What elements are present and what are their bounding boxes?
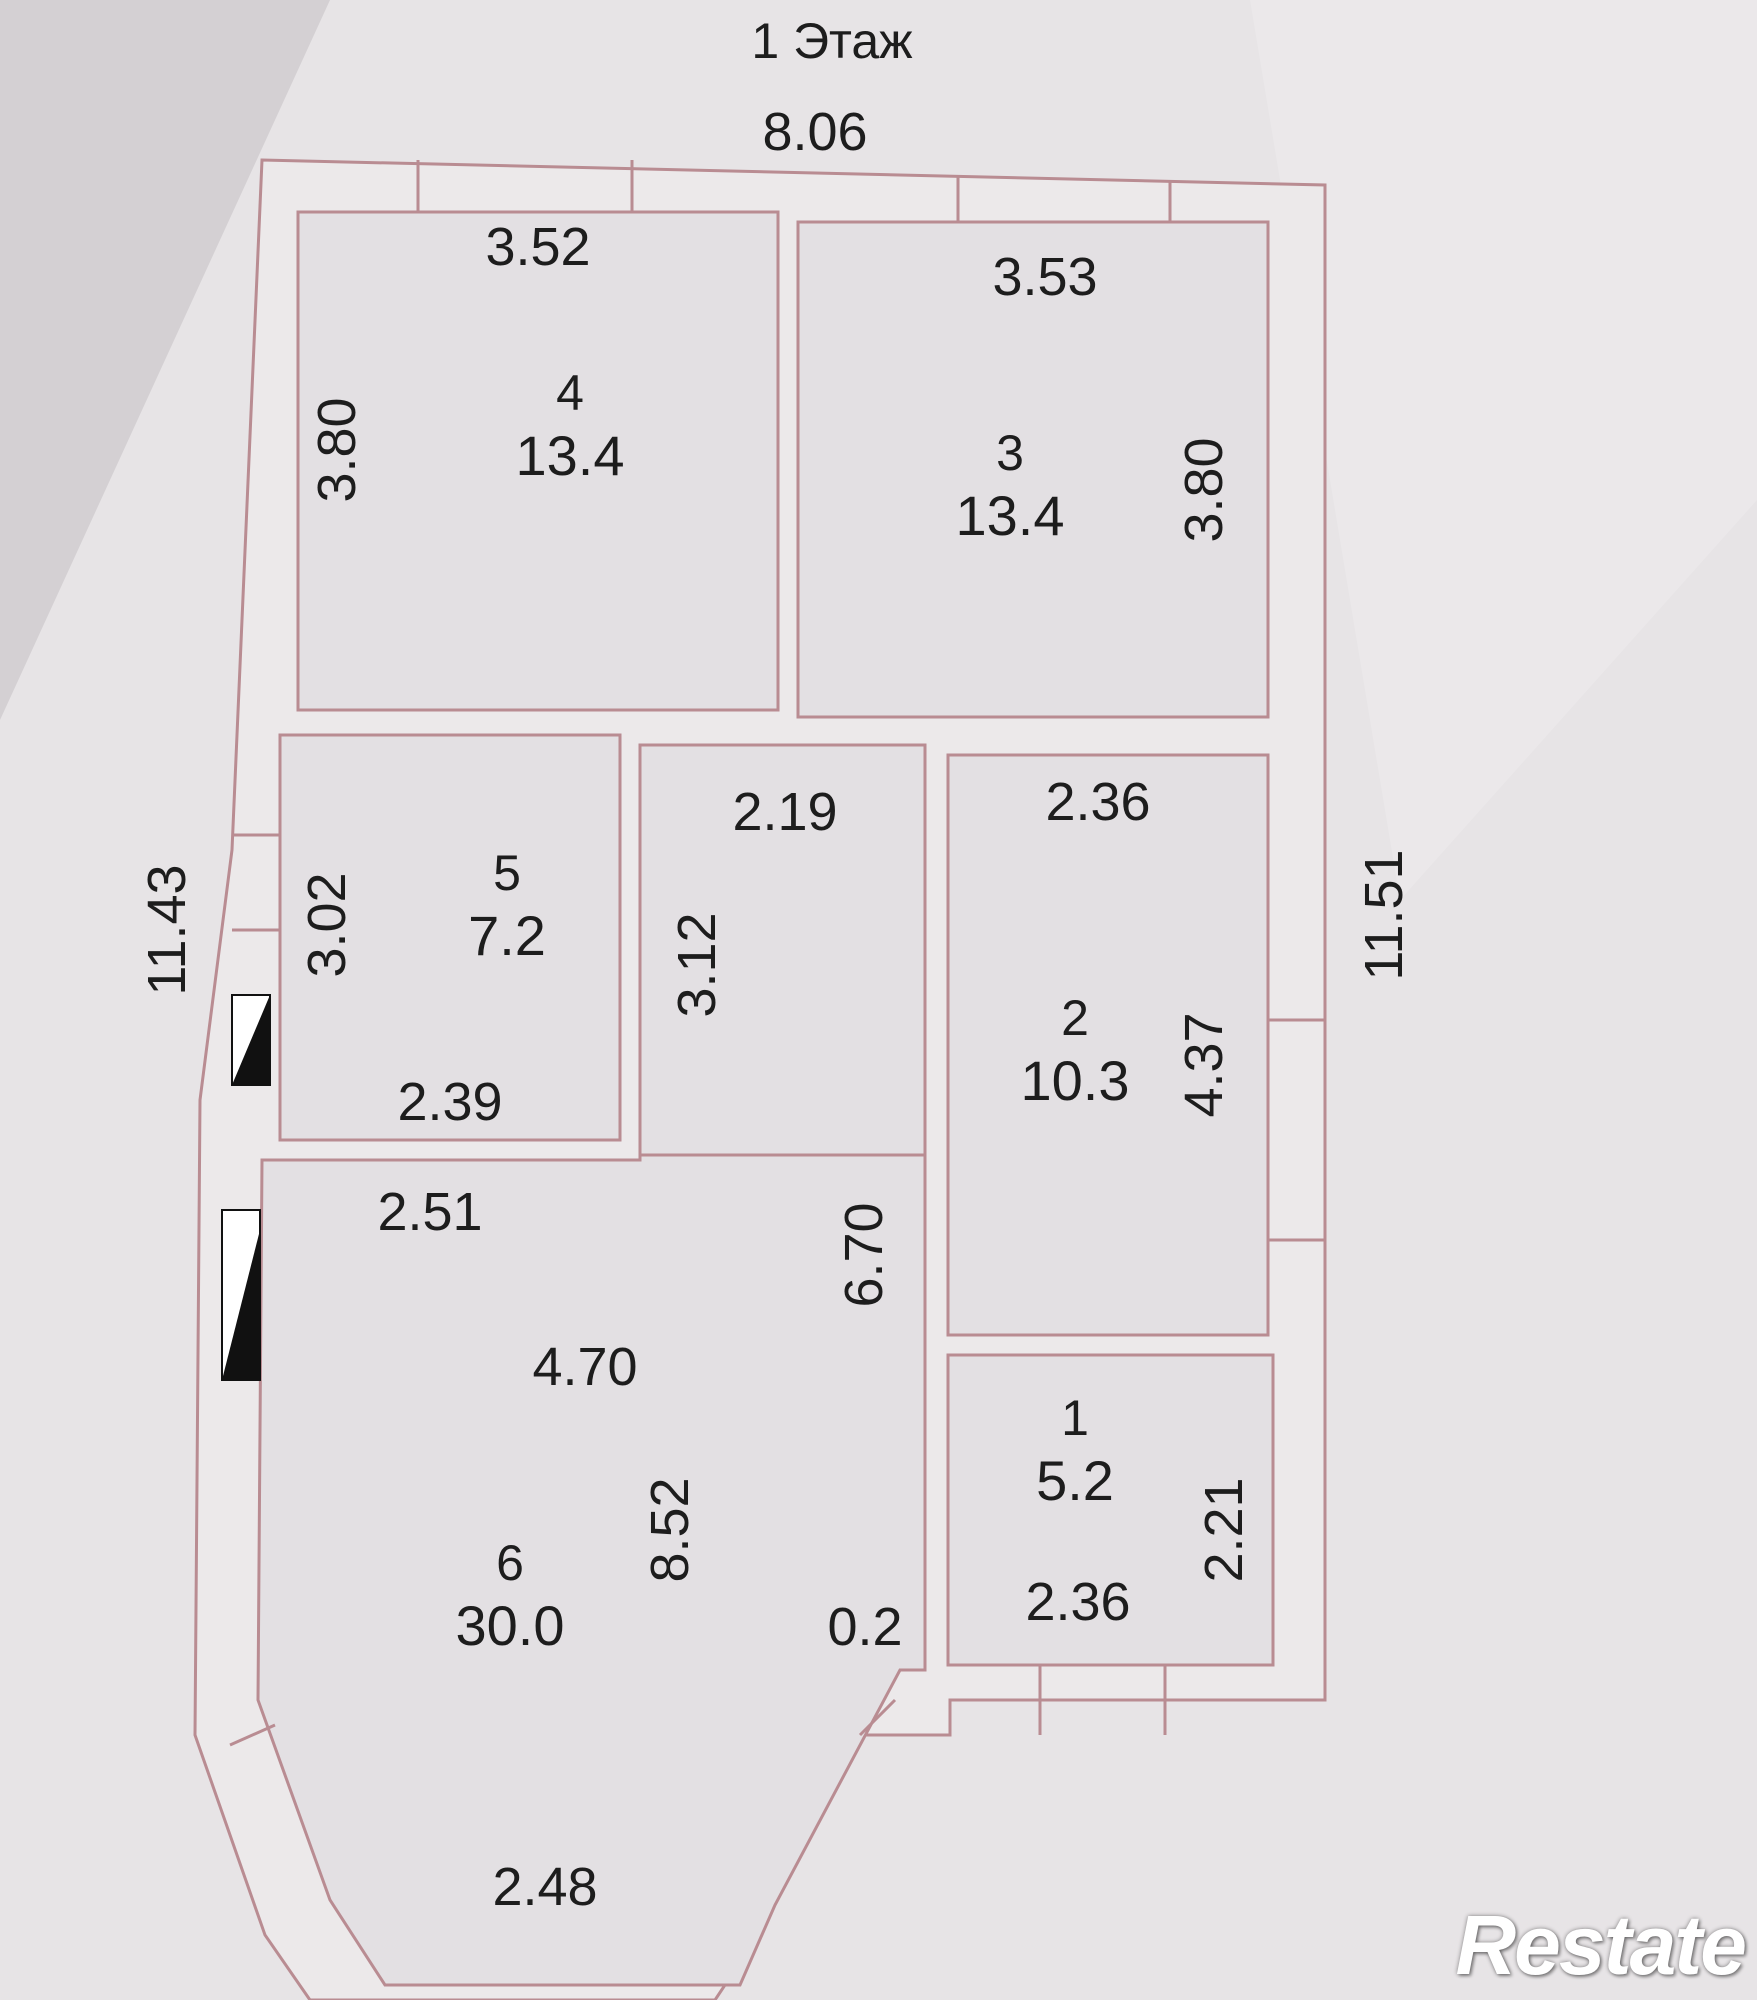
room-3-height-label: 3.80 xyxy=(1174,437,1234,542)
room-1 xyxy=(946,1353,1275,1667)
room-2-area-label: 10.3 xyxy=(1021,1049,1130,1112)
room-4 xyxy=(296,210,780,712)
room-3-number-label: 3 xyxy=(996,425,1024,481)
corridor-height-label: 3.12 xyxy=(667,912,727,1017)
room-4-number-label: 4 xyxy=(556,365,584,421)
paper-sheen-2 xyxy=(1250,0,1757,900)
room-4-height-label: 3.80 xyxy=(307,397,367,502)
room-6-right-height-label: 6.70 xyxy=(834,1202,894,1307)
room-1-area-label: 5.2 xyxy=(1036,1449,1114,1512)
room-2-number-label: 2 xyxy=(1061,990,1089,1046)
room-4-area-label: 13.4 xyxy=(516,424,625,487)
room-5-height-label: 3.02 xyxy=(297,872,357,977)
room-6-top-width-label: 2.51 xyxy=(377,1182,482,1242)
room-2 xyxy=(946,753,1270,1337)
room-5-area-label: 7.2 xyxy=(468,904,546,967)
overall-right-height-label: 11.51 xyxy=(1354,849,1414,980)
window-fill-lower xyxy=(222,1230,260,1380)
room-5-number-label: 5 xyxy=(493,845,521,901)
room-6-area-label: 30.0 xyxy=(456,1594,565,1657)
overall-width-label: 8.06 xyxy=(762,102,867,162)
room-6-mid-width-label: 4.70 xyxy=(532,1337,637,1397)
room-1-width-label: 2.36 xyxy=(1025,1572,1130,1632)
window-fill-upper xyxy=(232,995,270,1085)
room-1-number-label: 1 xyxy=(1061,1390,1089,1446)
room-6 xyxy=(256,1153,927,1987)
room-4-width-label: 3.52 xyxy=(485,217,590,277)
room-2-height-label: 4.37 xyxy=(1174,1012,1234,1117)
room-6-number-label: 6 xyxy=(496,1535,524,1591)
corridor-width-label: 2.19 xyxy=(732,782,837,842)
room-6-bay-width-label: 2.48 xyxy=(492,1857,597,1917)
room-3-width-label: 3.53 xyxy=(992,247,1097,307)
overall-left-height-label: 11.43 xyxy=(137,864,197,995)
corridor xyxy=(638,743,927,1157)
room-5-bottom-width-label: 2.39 xyxy=(397,1072,502,1132)
room-3-area-label: 13.4 xyxy=(956,484,1065,547)
room-2-width-label: 2.36 xyxy=(1045,772,1150,832)
room-6-step-label: 0.2 xyxy=(827,1597,902,1657)
floor-title: 1 Этаж xyxy=(751,13,913,69)
restate-watermark: Restate xyxy=(1455,1898,1747,1992)
paper-sheen xyxy=(0,0,330,720)
room-1-height-label: 2.21 xyxy=(1194,1477,1254,1582)
room-5 xyxy=(278,733,622,1142)
room-6-height-label: 8.52 xyxy=(640,1477,700,1582)
window-markers xyxy=(221,994,271,1381)
wall-ticks xyxy=(229,160,1325,1747)
room-3 xyxy=(796,220,1270,719)
